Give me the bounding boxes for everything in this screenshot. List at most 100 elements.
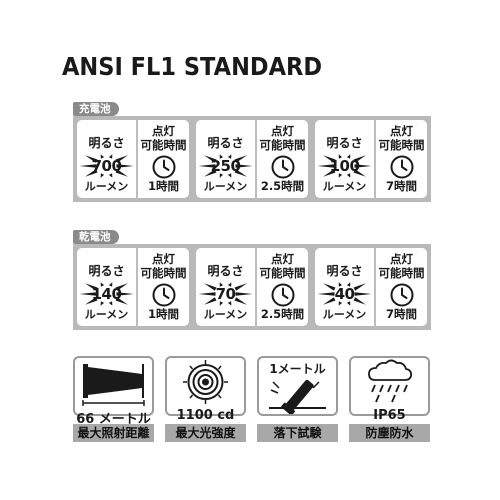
- runtime-label-line1: 点灯: [271, 252, 294, 266]
- runtime-hours: 7時間: [385, 179, 417, 193]
- card-divider: [136, 248, 138, 326]
- lumen-value: 100: [329, 157, 360, 175]
- section-label: 充電池: [73, 102, 119, 116]
- runtime-column: 点灯 可能時間 7時間: [376, 248, 427, 326]
- spec-icon-frame: 1メートル: [257, 356, 338, 416]
- clock-icon: [271, 155, 295, 179]
- light-burst-icon: [317, 282, 372, 306]
- spec-card: 明るさ 40 ルーメン 点灯 可能時間 7時間: [315, 248, 427, 326]
- runtime-label-line2: 可能時間: [378, 266, 425, 280]
- lumen-value: 70: [215, 285, 236, 303]
- runtime-hours: 7時間: [385, 307, 417, 321]
- runtime-label-line2: 可能時間: [140, 266, 187, 280]
- spec-card: 明るさ 140 ルーメン 点灯 可能時間 1時間: [77, 248, 189, 326]
- runtime-column: 点灯 可能時間 2.5時間: [257, 248, 308, 326]
- brightness-label: 明るさ: [207, 264, 244, 278]
- spec-card: 明るさ 70 ルーメン 点灯 可能時間 2.5時間: [196, 248, 308, 326]
- runtime-column: 点灯 可能時間 1時間: [138, 248, 189, 326]
- lumen-unit: ルーメン: [84, 180, 129, 193]
- peak-intensity-spec: 1100 cd 最大光強度: [165, 356, 246, 442]
- peak-intensity-value: 1100 cd: [176, 408, 235, 423]
- runtime-column: 点灯 可能時間 1時間: [138, 120, 189, 198]
- card-row: 明るさ 140 ルーメン 点灯 可能時間 1時間 明るさ 70 ルーメン: [73, 244, 431, 330]
- spec-icon-frame: [73, 356, 154, 416]
- runtime-label-line1: 点灯: [390, 252, 413, 266]
- peak-intensity-icon: [183, 360, 228, 404]
- beam-distance-icon: [82, 364, 145, 406]
- runtime-hours: 1時間: [147, 307, 179, 321]
- clock-icon: [390, 283, 414, 307]
- runtime-label-line1: 点灯: [390, 124, 413, 138]
- light-burst-icon: [198, 282, 253, 306]
- runtime-label-line1: 点灯: [271, 124, 294, 138]
- impact-resistance-icon: [269, 379, 326, 414]
- section-label: 乾電池: [73, 230, 119, 244]
- runtime-label-line1: 点灯: [152, 124, 175, 138]
- card-divider: [255, 248, 257, 326]
- card-divider: [374, 248, 376, 326]
- runtime-label-line2: 可能時間: [259, 138, 306, 152]
- drop-height-value: 1メートル: [269, 362, 326, 376]
- peak-intensity-caption: 最大光強度: [165, 424, 246, 442]
- brightness-label: 明るさ: [88, 264, 125, 278]
- card-divider: [374, 120, 376, 198]
- clock-icon: [152, 155, 176, 179]
- runtime-hours: 2.5時間: [260, 307, 305, 321]
- spec-card: 明るさ 700 ルーメン 点灯 可能時間 1時間: [77, 120, 189, 198]
- runtime-column: 点灯 可能時間 7時間: [376, 120, 427, 198]
- runtime-label-line2: 可能時間: [140, 138, 187, 152]
- page-title: ANSI FL1 STANDARD: [62, 52, 323, 81]
- dry-battery-section: 乾電池 明るさ 140 ルーメン 点灯 可能時間 1時間 明るさ 70 ルーメン: [73, 230, 431, 330]
- water-resistance-caption: 防塵防水: [349, 424, 430, 442]
- clock-icon: [390, 155, 414, 179]
- brightness-column: 明るさ 140 ルーメン: [77, 248, 136, 326]
- brightness-column: 明るさ 40 ルーメン: [315, 248, 374, 326]
- card-divider: [255, 120, 257, 198]
- brightness-column: 明るさ 700 ルーメン: [77, 120, 136, 198]
- brightness-label: 明るさ: [326, 136, 363, 150]
- runtime-column: 点灯 可能時間 2.5時間: [257, 120, 308, 198]
- water-resistance-spec: IP65 防塵防水: [349, 356, 430, 442]
- spec-card: 明るさ 100 ルーメン 点灯 可能時間 7時間: [315, 120, 427, 198]
- runtime-label-line2: 可能時間: [259, 266, 306, 280]
- lumen-value: 250: [210, 157, 241, 175]
- clock-icon: [271, 283, 295, 307]
- light-burst-icon: [317, 154, 372, 178]
- light-burst-icon: [198, 154, 253, 178]
- lumen-unit: ルーメン: [84, 308, 129, 321]
- light-burst-icon: [79, 282, 134, 306]
- card-row: 明るさ 700 ルーメン 点灯 可能時間 1時間 明るさ 250 ルーメン: [73, 116, 431, 202]
- drop-test-caption: 落下試験: [257, 424, 338, 442]
- lumen-value: 140: [91, 285, 122, 303]
- brightness-column: 明るさ 70 ルーメン: [196, 248, 255, 326]
- lumen-value: 40: [334, 285, 355, 303]
- impact-resistance-spec: 1メートル 落下試験: [257, 356, 338, 442]
- lumen-unit: ルーメン: [322, 308, 367, 321]
- light-burst-icon: [79, 154, 134, 178]
- lumen-unit: ルーメン: [203, 308, 248, 321]
- lumen-unit: ルーメン: [322, 180, 367, 193]
- beam-distance-spec: 66 メートル 最大照射距離: [73, 356, 154, 442]
- brightness-label: 明るさ: [326, 264, 363, 278]
- brightness-label: 明るさ: [88, 136, 125, 150]
- brightness-column: 明るさ 250 ルーメン: [196, 120, 255, 198]
- card-divider: [136, 120, 138, 198]
- runtime-label-line1: 点灯: [152, 252, 175, 266]
- runtime-label-line2: 可能時間: [378, 138, 425, 152]
- spec-icons-row: 66 メートル 最大照射距離: [73, 356, 431, 442]
- spec-icon-frame: [165, 356, 246, 416]
- rain-cloud-icon: [368, 359, 413, 403]
- beam-distance-caption: 最大照射距離: [73, 424, 154, 442]
- clock-icon: [152, 283, 176, 307]
- lumen-unit: ルーメン: [203, 180, 248, 193]
- lumen-value: 700: [91, 157, 122, 175]
- spec-card: 明るさ 250 ルーメン 点灯 可能時間 2.5時間: [196, 120, 308, 198]
- runtime-hours: 1時間: [147, 179, 179, 193]
- beam-distance-value: 66 メートル: [76, 412, 151, 427]
- brightness-label: 明るさ: [207, 136, 244, 150]
- runtime-hours: 2.5時間: [260, 179, 305, 193]
- rechargeable-section: 充電池 明るさ 700 ルーメン 点灯 可能時間 1時間 明るさ 250 ルーメ…: [73, 102, 431, 202]
- spec-icon-frame: [349, 356, 430, 416]
- brightness-column: 明るさ 100 ルーメン: [315, 120, 374, 198]
- water-resistance-value: IP65: [373, 408, 406, 423]
